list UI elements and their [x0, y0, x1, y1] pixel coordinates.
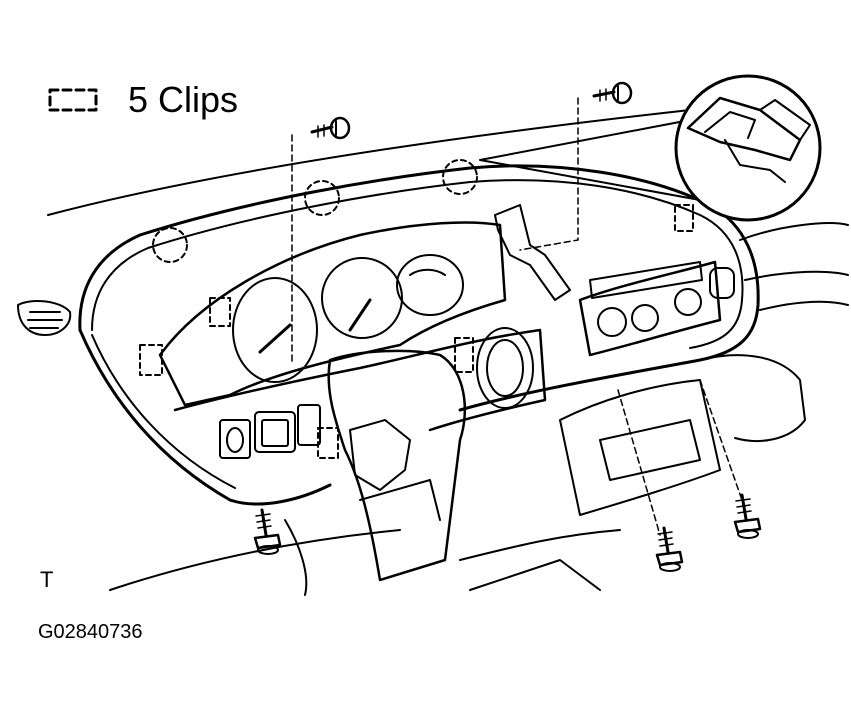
screw-guide-line [699, 379, 743, 501]
clip-location [304, 180, 340, 216]
lower-panel-outline [78, 328, 332, 506]
clip-detail-drawing [686, 96, 802, 162]
control-knob [597, 307, 627, 337]
screw-icon [733, 493, 762, 539]
screw-guide-line [519, 97, 579, 251]
lower-console [559, 379, 721, 516]
tachometer-needle [258, 323, 292, 354]
instrument-panel-outline [78, 164, 760, 412]
clip-location [674, 204, 694, 232]
left-vent [17, 299, 72, 336]
inset-callout-wedge [479, 119, 701, 201]
hazard-switch [709, 267, 735, 299]
control-knob [631, 304, 659, 332]
tachometer-gauge [232, 277, 318, 383]
clip-detail-drawing [704, 111, 756, 139]
floor-line [109, 529, 401, 591]
corner-code: T [40, 567, 54, 592]
screw-icon [310, 116, 351, 140]
control-knob [674, 288, 702, 316]
switch-panel [297, 404, 321, 446]
center-bracket [494, 204, 571, 301]
dashed-rectangle-icon [48, 88, 98, 112]
center-vent-inner [486, 339, 524, 397]
lower-dash-plate [173, 328, 547, 432]
switch-panel [254, 411, 296, 453]
radio-face [589, 261, 703, 299]
floor-line [459, 529, 621, 561]
floor-line [469, 559, 601, 591]
clip-location [442, 159, 478, 195]
clip-location [139, 344, 163, 376]
door-trim [744, 270, 849, 281]
door-trim [759, 300, 849, 311]
right-trim [699, 354, 806, 442]
switch-panel [219, 419, 251, 459]
clip-detail-drawing [724, 139, 786, 183]
screw-icon [253, 508, 282, 555]
steering-column [327, 349, 466, 582]
windshield-edge [47, 109, 691, 216]
speedometer-needle [348, 298, 372, 332]
screw-icon [592, 81, 633, 105]
switch-knob [226, 427, 244, 453]
clip-location [152, 227, 188, 263]
fuel-gauge [396, 254, 464, 316]
steering-column-detail [349, 419, 411, 491]
screw-icon [655, 526, 684, 572]
speedometer-gauge [321, 257, 403, 339]
lower-panel-inner [91, 334, 236, 489]
console-bracket [599, 419, 701, 481]
clip-location [209, 297, 231, 327]
meter-hood-opening [158, 221, 507, 407]
center-console-panel [578, 260, 722, 357]
instrument-panel-inner [91, 179, 744, 349]
switch-face [261, 419, 289, 447]
figure-id: G02840736 [38, 621, 143, 643]
steering-column-detail [359, 479, 441, 521]
clip-location [317, 427, 339, 459]
floor-line [284, 519, 308, 596]
fuel-gauge-arc [409, 268, 446, 276]
clip-detail-drawing [759, 99, 811, 141]
screw-guide-line [617, 389, 661, 536]
clip-location [454, 337, 474, 373]
door-trim [739, 222, 849, 241]
legend-label: 5 Clips [128, 79, 239, 120]
